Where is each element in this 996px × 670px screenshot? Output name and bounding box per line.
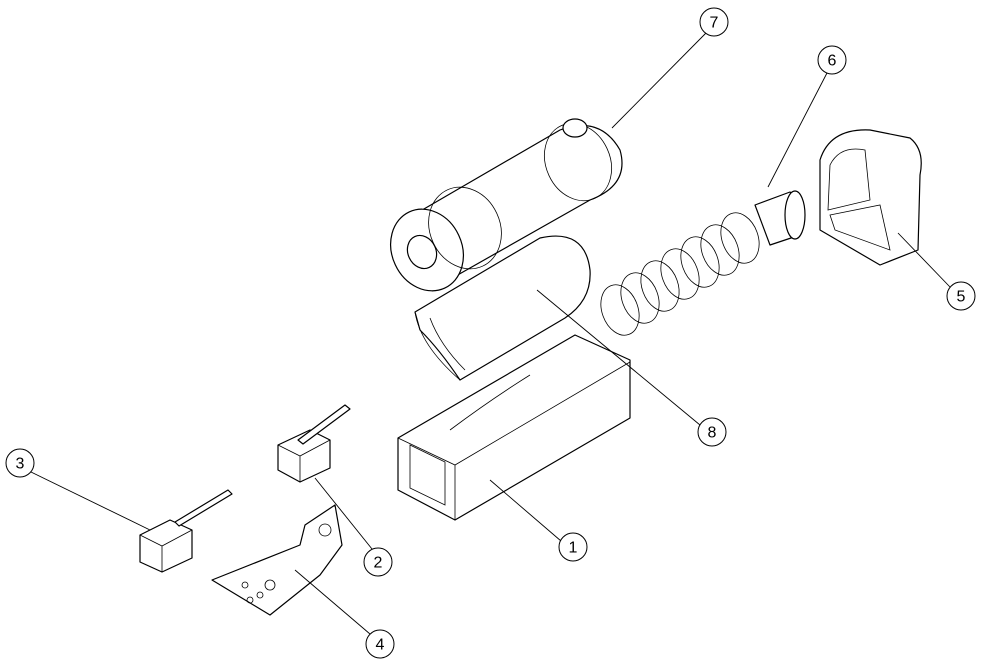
callout-3: 3 (5, 448, 35, 478)
part-6-spring (600, 190, 806, 336)
callout-7-label: 7 (710, 15, 719, 32)
callout-8: 8 (697, 417, 727, 447)
callout-7: 7 (699, 7, 729, 37)
part-8-sleeve (414, 235, 591, 381)
part-3-thermostat (139, 489, 233, 573)
callout-2: 2 (363, 547, 393, 577)
callout-4-label: 4 (376, 637, 385, 654)
callout-2-label: 2 (374, 555, 383, 572)
part-2-thermostat (277, 404, 351, 483)
callout-6-label: 6 (828, 53, 837, 70)
callout-6: 6 (817, 45, 847, 75)
part-4-bracket (211, 504, 343, 616)
leader-lines (30, 32, 951, 635)
callout-8-label: 8 (708, 425, 717, 442)
part-1-channel (397, 334, 631, 521)
callout-5: 5 (946, 281, 976, 311)
callout-3-label: 3 (16, 456, 25, 473)
callout-5-label: 5 (957, 289, 966, 306)
part-7-cylinder (390, 118, 623, 292)
callout-1: 1 (558, 532, 588, 562)
callout-4: 4 (365, 629, 395, 659)
part-5-end-cap (819, 129, 922, 266)
callout-1-label: 1 (569, 540, 578, 557)
